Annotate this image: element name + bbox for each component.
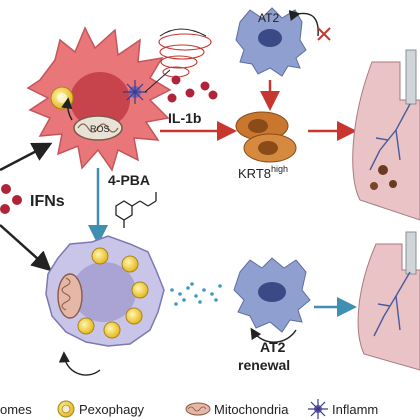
at2-top-cell: AT2: [235, 7, 331, 77]
legend-mitochondria-label: Mitochondria: [214, 402, 289, 417]
at2-bottom-label: AT2: [260, 339, 286, 355]
il1b-dots: [167, 75, 218, 103]
mitochondria-legend-icon: [185, 402, 211, 416]
renewal-signal-dots: [170, 282, 222, 306]
lung-fibrotic: [352, 49, 420, 221]
ifns-label: IFNs: [30, 193, 65, 210]
inflammation-legend-icon: [308, 399, 328, 419]
krt8-label: KRT8high: [238, 164, 288, 181]
block-x-icon: [317, 27, 331, 41]
legend-pexophagy-label: Pexophagy: [79, 402, 145, 417]
il1b-label: IL-1b: [168, 110, 201, 126]
mitochondria-icon: [57, 273, 83, 319]
ifn-dots: [0, 184, 22, 214]
legend-lysosomes-label: omes: [0, 402, 32, 417]
at2-bottom-cell: [233, 257, 311, 343]
inflammasome-spiral: [144, 28, 212, 93]
ros-label: ROS: [90, 124, 110, 134]
renewal-label: renewal: [238, 357, 290, 373]
legend: omes Pexophagy Mitochondria Inflamm: [0, 399, 378, 419]
krt8-cells: [235, 111, 297, 163]
pba-molecule-icon: [115, 192, 157, 228]
activated-macrophage: ROS: [26, 26, 172, 172]
lysosome-cluster: [77, 247, 149, 339]
resting-macrophage: [45, 235, 165, 376]
at2-top-label: AT2: [258, 11, 279, 25]
legend-inflammation-label: Inflamm: [332, 402, 378, 417]
ifns-arrows: [0, 142, 53, 272]
lung-healthy: [357, 231, 420, 371]
pba-label: 4-PBA: [108, 172, 150, 188]
